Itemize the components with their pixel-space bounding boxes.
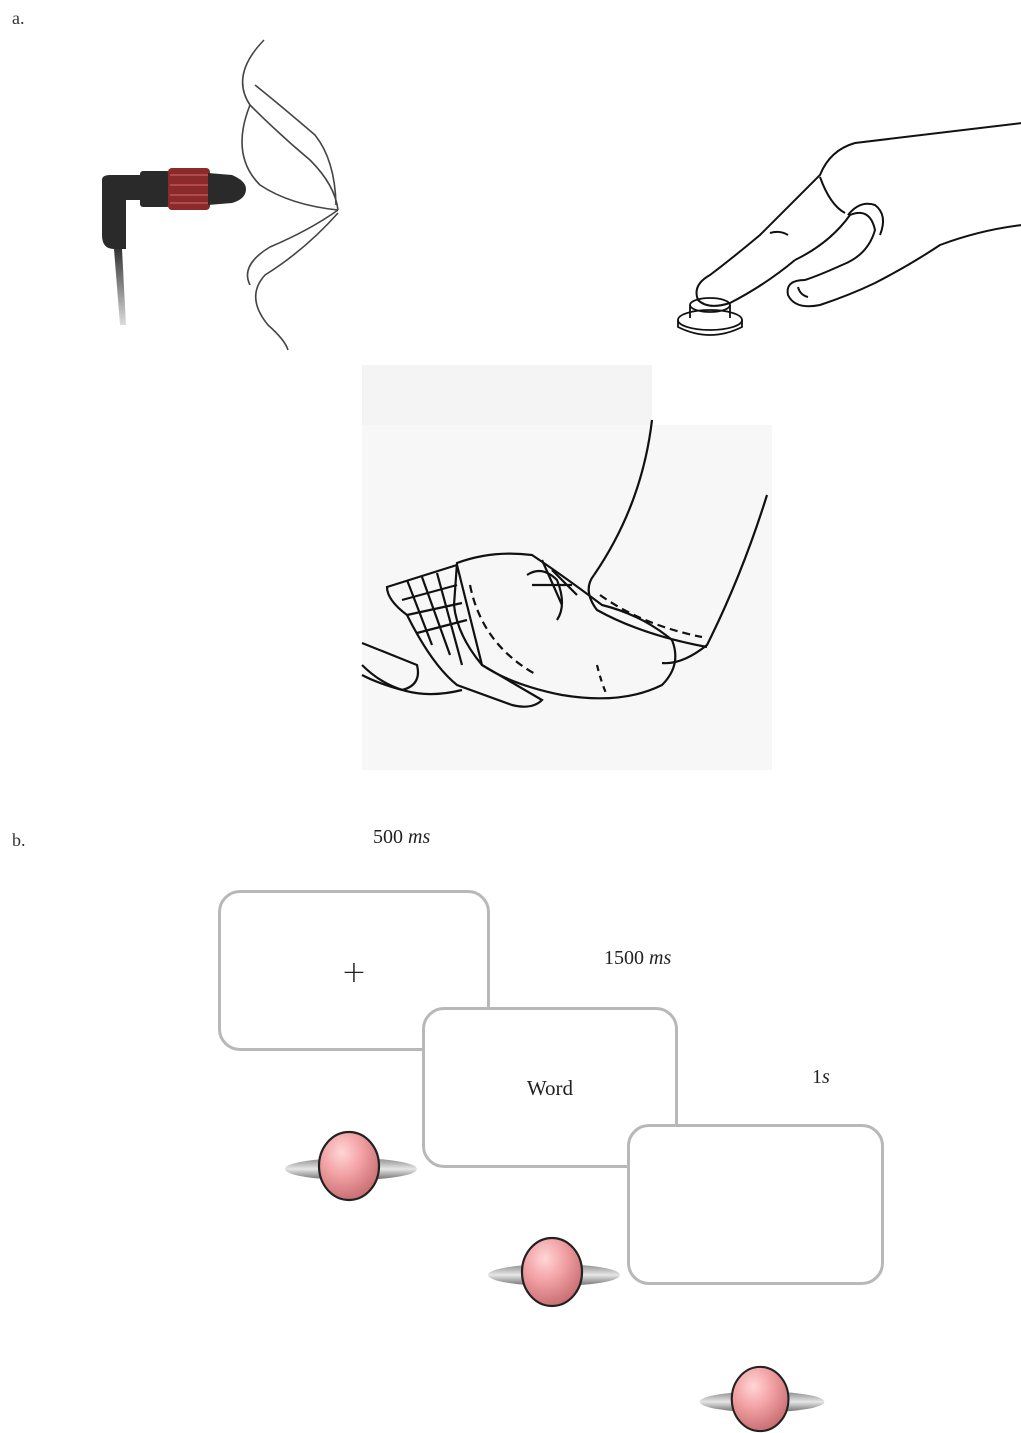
timing-unit: ms [408, 826, 430, 848]
panel-b-label: b. [12, 830, 26, 851]
fixation-cross: + [221, 955, 487, 990]
timing-unit: ms [649, 947, 671, 969]
timing-label-fixation: 500 ms [373, 826, 430, 849]
word-stimulus: Word [425, 1076, 675, 1101]
blank-screen [627, 1124, 884, 1285]
lips-sketch [242, 40, 338, 350]
microphone-lips-illustration [80, 35, 360, 355]
timing-label-word: 1500 ms [604, 947, 671, 970]
response-button-3 [694, 1365, 830, 1433]
timing-unit: s [822, 1066, 830, 1088]
timing-value: 1 [812, 1066, 822, 1088]
foot-pedal-illustration [362, 365, 772, 770]
microphone-icon [102, 168, 246, 325]
response-button-1 [283, 1130, 419, 1202]
panel-a-label: a. [12, 8, 25, 29]
timing-value: 1500 [604, 947, 644, 969]
response-button-2 [486, 1236, 622, 1308]
push-button-icon [678, 298, 742, 335]
hand-button-illustration [670, 115, 1021, 345]
timing-value: 500 [373, 826, 403, 848]
timing-label-blank: 1s [812, 1066, 830, 1089]
